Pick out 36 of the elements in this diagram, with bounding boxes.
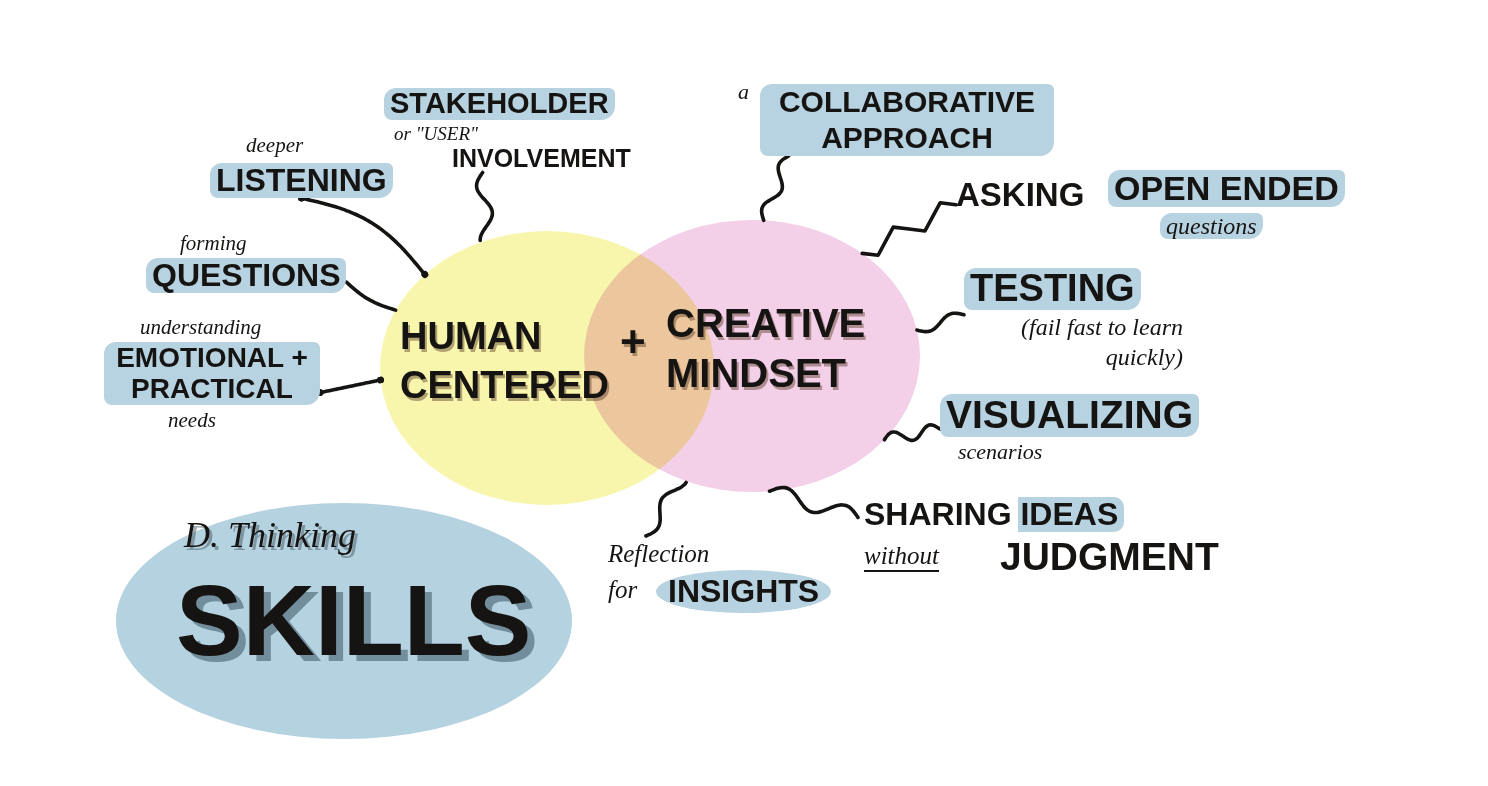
skill-label: QUESTIONS [146,258,347,294]
squiggle-connector [644,480,688,538]
venn-label: HUMAN CENTERED [400,314,609,409]
note-text: scenarios [958,440,1043,465]
venn-label: CREATIVE MINDSET [666,300,866,397]
squiggle-connector [767,485,860,520]
note-text: forming [180,232,247,256]
squiggle-connector [882,423,942,443]
squiggle-connector [915,311,966,334]
skill-label: COLLABORATIVE APPROACH [760,84,1054,156]
note-text: or "USER" [394,124,479,145]
skill-label: OPEN ENDED [1108,170,1345,208]
skill-label: EMOTIONAL + PRACTICAL [104,342,320,405]
skill-label: VISUALIZING [940,394,1199,437]
subtitle-text: D. Thinking [184,516,356,556]
skill-label: ASKING [956,177,1085,214]
note-text: without [864,542,939,570]
skill-label: INVOLVEMENT [452,145,631,173]
skill-label: INSIGHTS [656,570,832,614]
plus-sign: + [620,318,646,367]
squiggle-connector [474,170,495,243]
skill-label: LISTENING [210,163,393,199]
note-text: understanding [140,316,262,340]
skill-label: STAKEHOLDER [384,88,615,120]
skill-label: TESTING [964,268,1141,310]
title-ellipse [116,503,572,739]
note-text: a [738,80,749,105]
connector-line [344,280,398,312]
title-text: SKILLS [176,570,532,670]
note-text: (fail fast to learn quickly) [1020,313,1183,372]
zigzag-connector [860,201,958,258]
skill-label: JUDGMENT [1000,536,1219,579]
note-text: needs [168,409,216,433]
squiggle-connector [759,154,791,223]
note-text: deeper [246,134,304,158]
note-text: questions [1160,213,1263,240]
